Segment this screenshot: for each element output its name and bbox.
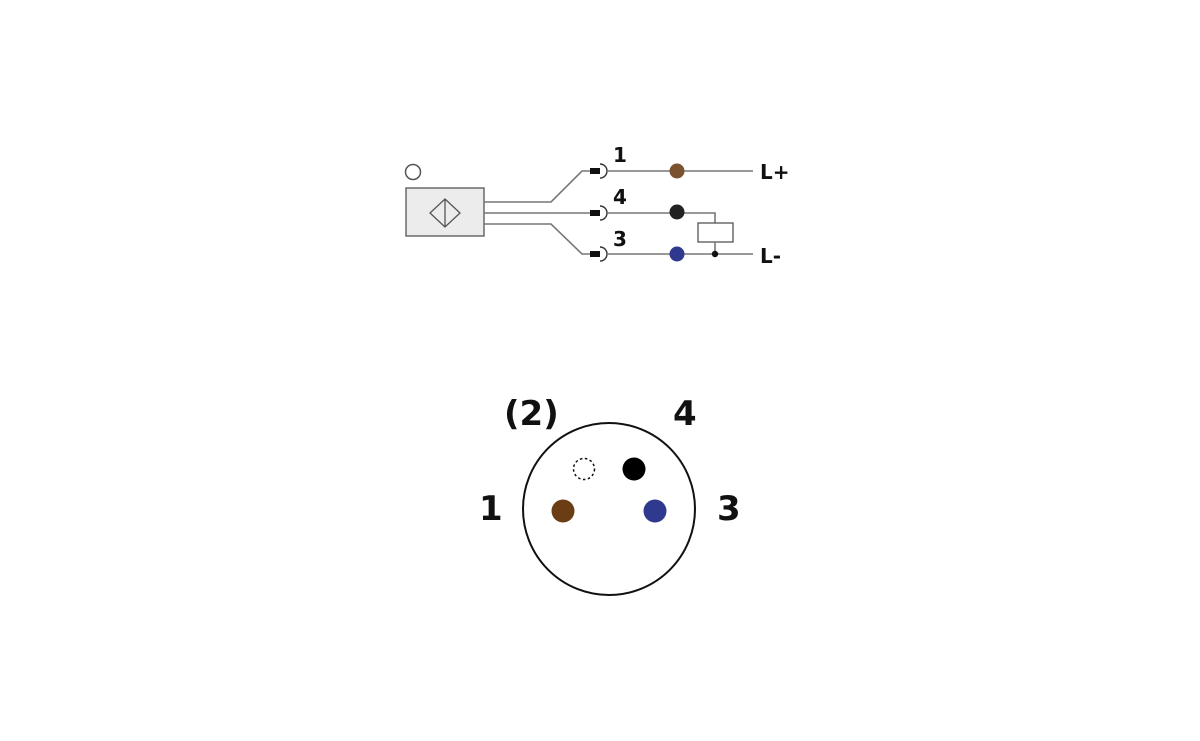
pin-4-dot <box>622 457 646 481</box>
face-label-1: 1 <box>479 489 503 529</box>
connector-contact-3 <box>590 246 608 262</box>
sensor-indicator-icon <box>404 163 422 181</box>
cable-wire-3 <box>484 223 591 255</box>
junction-dot <box>711 250 719 258</box>
pin-label-3: 3 <box>613 227 627 251</box>
connector-contact-4 <box>590 205 608 221</box>
face-label-3: 3 <box>717 489 741 529</box>
pin-3-dot <box>643 499 667 523</box>
face-label-4: 4 <box>673 394 697 434</box>
terminal-label-minus: L- <box>760 244 781 268</box>
sensor-symbol-icon <box>429 198 461 228</box>
connector-face: (2) 4 1 3 <box>479 394 741 596</box>
wire-color-dot-1 <box>669 163 685 179</box>
line-pin-4 <box>607 212 716 223</box>
connector-contact-1 <box>590 163 608 179</box>
wire-color-dot-4 <box>669 204 685 220</box>
pin-1-dot <box>551 499 575 523</box>
cable-wire-1 <box>484 170 591 203</box>
terminal-label-plus: L+ <box>760 160 790 184</box>
wire-color-dot-3 <box>669 246 685 262</box>
load-box <box>697 222 734 243</box>
pin-label-1: 1 <box>613 143 627 167</box>
pin-2-unused-dot <box>572 457 596 481</box>
sensor-schematic: 1 4 3 L+ L- <box>404 143 790 268</box>
pin-label-4: 4 <box>613 185 627 209</box>
face-label-2: (2) <box>504 394 559 434</box>
connector-outline <box>522 422 696 596</box>
